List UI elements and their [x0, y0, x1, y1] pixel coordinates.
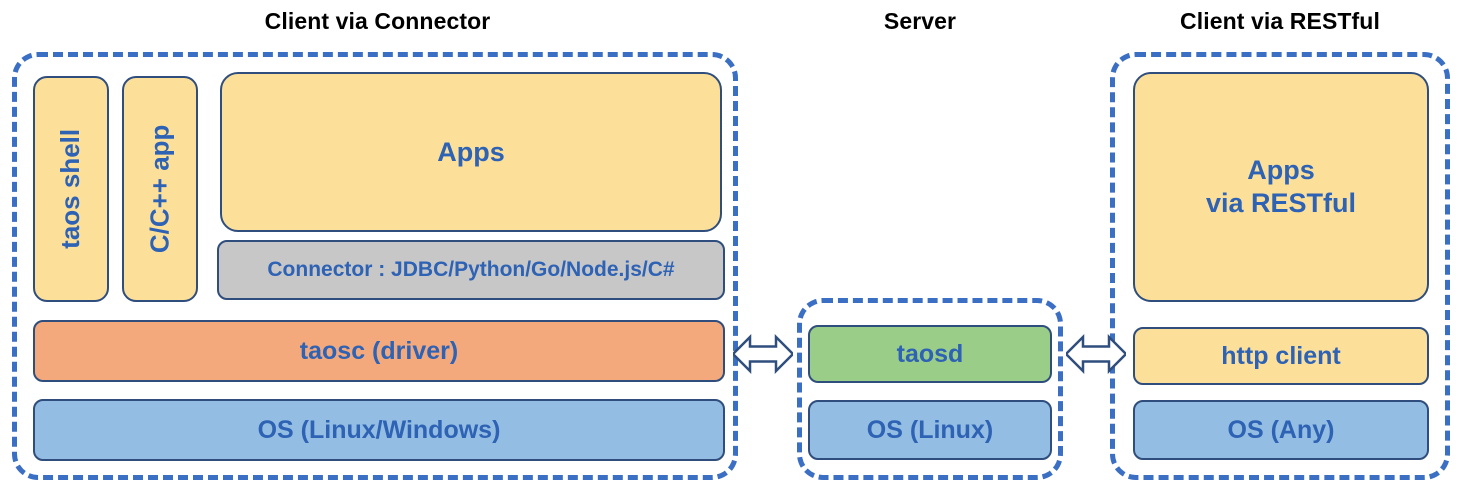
block-os-linux[interactable]: OS (Linux) — [808, 400, 1052, 460]
block-c-cpp-app-label: C/C++ app — [144, 124, 175, 254]
block-apps-via-restful[interactable]: Apps via RESTful — [1133, 72, 1429, 302]
section-title-client-via-restful: Client via RESTful — [1180, 8, 1380, 34]
block-taos-shell-label: taos shell — [55, 129, 86, 249]
double-arrow-horizontal-icon-server-restful — [1066, 330, 1126, 378]
double-arrow-horizontal-icon — [733, 333, 793, 375]
block-os-linux-windows[interactable]: OS (Linux/Windows) — [33, 399, 725, 461]
block-http-client-label: http client — [1221, 341, 1341, 370]
block-apps[interactable]: Apps — [220, 72, 722, 232]
block-taosc-driver-label: taosc (driver) — [299, 336, 459, 365]
section-title-server: Server — [883, 8, 957, 34]
block-taos-shell[interactable]: taos shell — [33, 76, 109, 302]
block-c-cpp-app[interactable]: C/C++ app — [122, 76, 198, 302]
block-apps-via-restful-label: Apps via RESTful — [1205, 155, 1357, 218]
double-arrow-horizontal-icon — [1066, 333, 1126, 375]
block-connector-label: Connector : JDBC/Python/Go/Node.js/C# — [267, 258, 675, 282]
block-apps-label: Apps — [437, 136, 505, 167]
block-taosd-label: taosd — [896, 339, 964, 368]
section-title-client-via-connector: Client via Connector — [264, 8, 491, 34]
panel-client-via-restful — [1110, 52, 1450, 480]
block-taosc-driver[interactable]: taosc (driver) — [33, 320, 725, 382]
block-os-any-label: OS (Any) — [1227, 415, 1335, 444]
panel-server — [797, 298, 1063, 480]
double-arrow-horizontal-icon-client-server — [733, 330, 793, 378]
block-os-linux-label: OS (Linux) — [866, 415, 994, 444]
block-connector[interactable]: Connector : JDBC/Python/Go/Node.js/C# — [217, 240, 725, 300]
panel-client-via-connector — [12, 52, 738, 480]
block-http-client[interactable]: http client — [1133, 327, 1429, 385]
block-taosd[interactable]: taosd — [808, 325, 1052, 383]
block-os-any[interactable]: OS (Any) — [1133, 400, 1429, 460]
block-os-linux-windows-label: OS (Linux/Windows) — [257, 415, 501, 444]
